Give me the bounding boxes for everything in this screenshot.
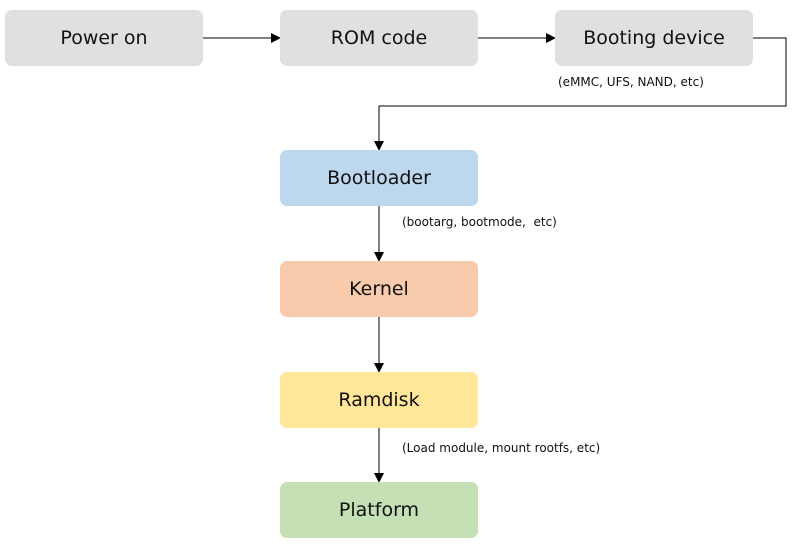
node-bootloader: Bootloader bbox=[280, 150, 478, 206]
node-ramdisk: Ramdisk bbox=[280, 372, 478, 428]
annotation-bootloader: (bootarg, bootmode, etc) bbox=[402, 215, 557, 229]
annotation-ramdisk: (Load module, mount rootfs, etc) bbox=[402, 441, 601, 455]
annotation-booting-device: (eMMC, UFS, NAND, etc) bbox=[558, 75, 704, 89]
node-kernel: Kernel bbox=[280, 261, 478, 317]
node-power-on: Power on bbox=[5, 10, 203, 66]
node-booting-device: Booting device bbox=[555, 10, 753, 66]
node-rom-code: ROM code bbox=[280, 10, 478, 66]
node-platform: Platform bbox=[280, 482, 478, 538]
arrow-booting-device-to-bootloader bbox=[374, 37, 787, 151]
